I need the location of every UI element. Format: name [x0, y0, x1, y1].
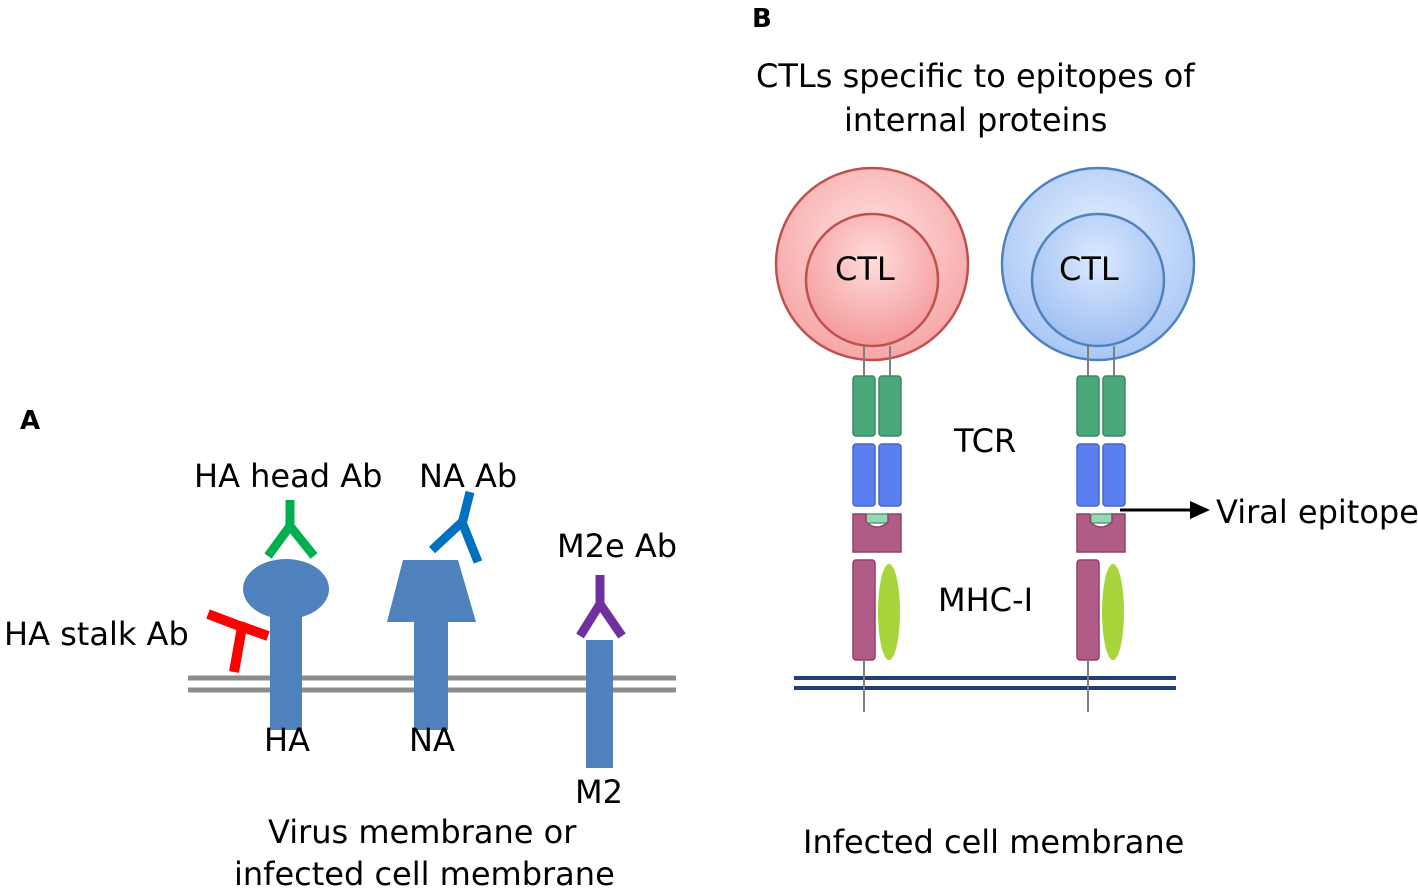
panel-a — [188, 490, 676, 768]
ctl-blue — [1000, 166, 1196, 362]
ctl-red — [774, 166, 970, 362]
mhc-heavy-chain-left — [852, 559, 876, 661]
b2m-left — [878, 564, 900, 660]
m2e-ab-label: M2e Ab — [557, 527, 678, 565]
panel-b-title-line2: internal proteins — [844, 101, 1108, 139]
m2-label: M2 — [575, 773, 623, 811]
na-ab-label: NA Ab — [419, 457, 518, 495]
panel-a-caption-line1: Virus membrane or — [268, 813, 577, 851]
ha-protein — [243, 559, 329, 730]
ha-stalk-antibody — [206, 609, 270, 673]
ctl-red-label: CTL — [835, 250, 895, 288]
panel-a-label: A — [20, 406, 41, 436]
mhc-i-label: MHC-I — [938, 581, 1033, 619]
ha-head-antibody — [264, 500, 318, 559]
na-protein — [387, 560, 476, 730]
tcr-variable-left — [852, 443, 876, 507]
viral-epitope-label: Viral epitope — [1216, 493, 1418, 531]
mhc-groove-left — [852, 513, 902, 553]
ctl-blue-label: CTL — [1059, 250, 1119, 288]
ha-head-ab-label: HA head Ab — [194, 457, 383, 495]
m2e-antibody — [576, 575, 626, 639]
na-label: NA — [409, 721, 455, 759]
tcr-constant-left — [852, 375, 876, 437]
na-antibody — [428, 490, 483, 564]
viral-epitope-left — [865, 513, 891, 524]
panel-b-label: B — [752, 4, 772, 34]
epitope-arrow — [1120, 501, 1210, 519]
tcr-mhc-complex-left — [852, 346, 902, 712]
tcr-mhc-complex-right — [1076, 346, 1126, 712]
panel-a-caption-line2: infected cell membrane — [234, 855, 615, 892]
panel-b — [774, 166, 1210, 712]
ha-stalk-ab-label: HA stalk Ab — [4, 615, 189, 653]
panel-b-title-line1: CTLs specific to epitopes of — [756, 57, 1195, 95]
panel-b-caption: Infected cell membrane — [803, 823, 1185, 861]
ha-label: HA — [264, 721, 310, 759]
m2-protein — [586, 640, 613, 768]
tcr-label: TCR — [954, 422, 1017, 460]
